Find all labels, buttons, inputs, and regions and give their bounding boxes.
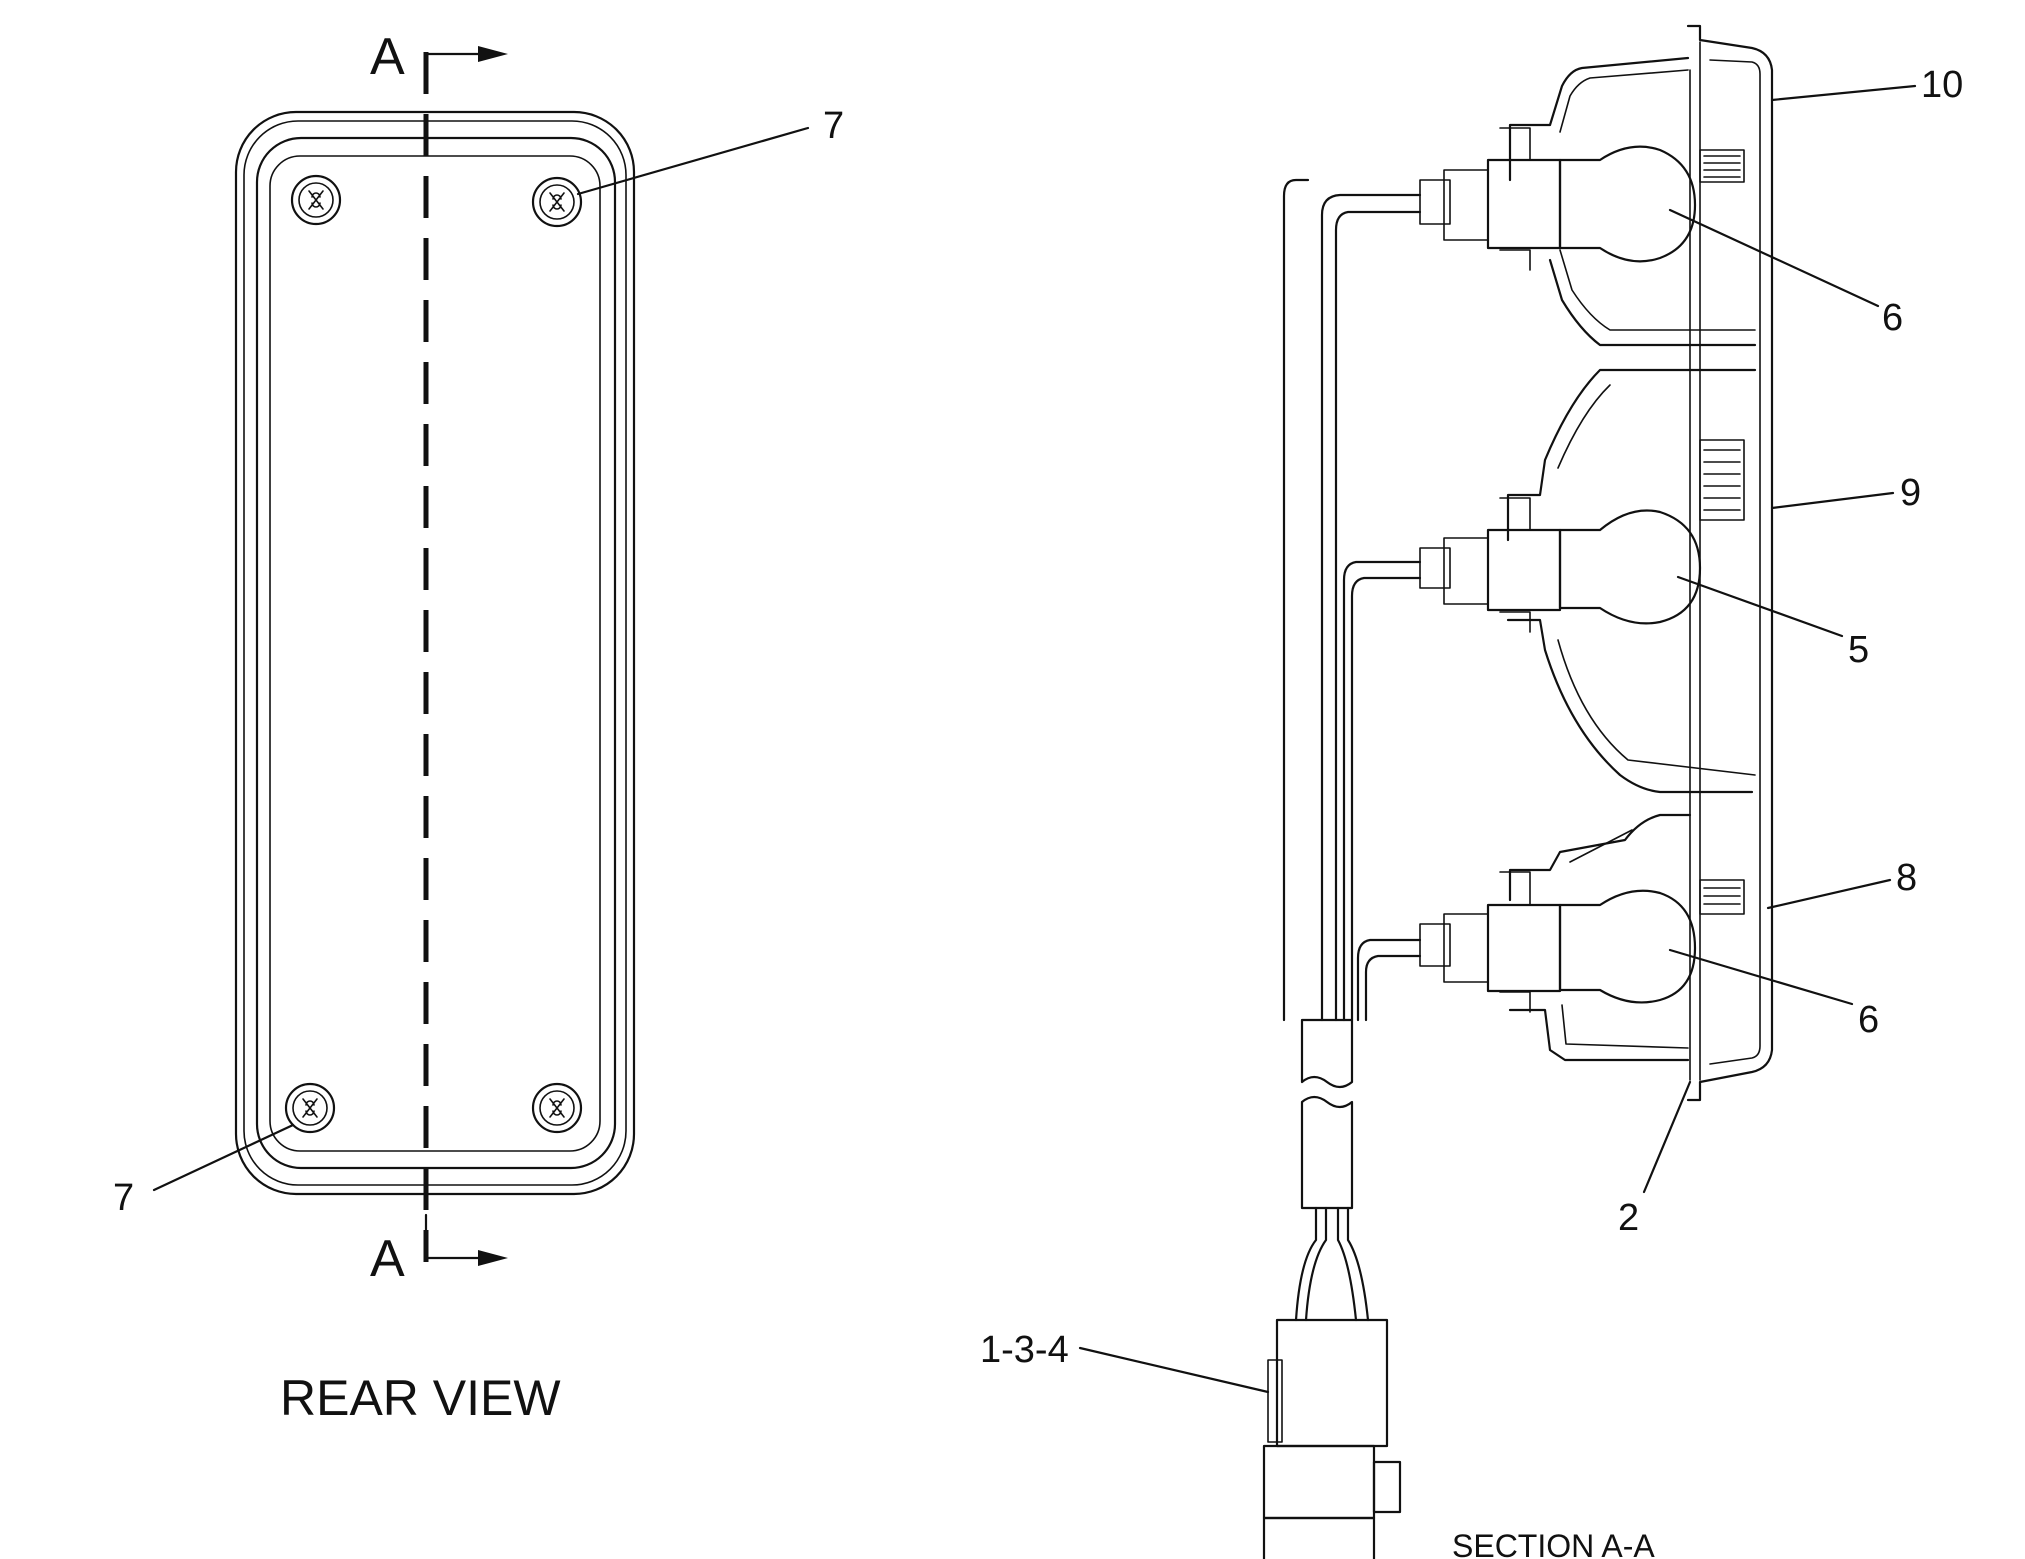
bulb-middle xyxy=(1419,497,1702,633)
section-view-caption: SECTION A-A xyxy=(1452,1528,1655,1559)
rear-view: A A 7 7 REAR VIEW xyxy=(113,28,844,1426)
callout-7-top: 7 xyxy=(823,105,844,147)
section-arrow-top xyxy=(424,46,508,92)
callout-8: 8 xyxy=(1896,857,1917,899)
screw-bottom-left xyxy=(284,1082,336,1134)
socket-upper xyxy=(1486,158,1562,250)
callout-6-lower: 6 xyxy=(1858,999,1879,1041)
section-letter-top: A xyxy=(370,28,405,86)
leader-2 xyxy=(1642,1080,1692,1194)
rear-view-caption: REAR VIEW xyxy=(280,1370,561,1426)
screw-top-left xyxy=(290,174,342,226)
leader-6-upper xyxy=(1668,208,1880,308)
section-view: 10 6 9 5 8 6 2 1-3-4 SECTION A-A xyxy=(980,24,1963,1559)
callout-10: 10 xyxy=(1921,64,1963,106)
housing-profile xyxy=(1506,56,1757,1062)
rear-housing-outer xyxy=(234,110,636,1196)
leader-9 xyxy=(1770,491,1895,510)
lead-wires xyxy=(1294,1206,1370,1322)
rear-panel xyxy=(269,155,601,1152)
bulb-lower xyxy=(1419,871,1697,1013)
harness-sleeve xyxy=(1300,1018,1354,1210)
callout-9: 9 xyxy=(1900,472,1921,514)
leader-10 xyxy=(1770,84,1917,102)
baffle-ribs xyxy=(1699,149,1745,915)
callout-5: 5 xyxy=(1848,629,1869,671)
leader-5 xyxy=(1676,575,1844,638)
rear-housing-rim xyxy=(243,120,627,1186)
leader-7-top xyxy=(576,126,810,196)
screw-bottom-right xyxy=(531,1082,583,1134)
section-letter-bottom: A xyxy=(370,1230,405,1288)
leader-8 xyxy=(1766,878,1892,910)
callout-1-3-4: 1-3-4 xyxy=(980,1329,1069,1371)
callout-6-upper: 6 xyxy=(1882,297,1903,339)
callout-7-bottom: 7 xyxy=(113,1177,134,1219)
screw-top-right xyxy=(531,176,583,228)
rear-housing-inner xyxy=(255,136,617,1170)
connector-plug xyxy=(1262,1318,1402,1559)
leader-1-3-4 xyxy=(1078,1346,1270,1394)
socket-middle xyxy=(1486,528,1562,612)
bulb-upper xyxy=(1419,127,1697,271)
callout-2: 2 xyxy=(1618,1197,1639,1239)
lens-inner xyxy=(1699,41,1761,1081)
lens-cover xyxy=(1686,24,1774,1102)
section-arrow-bottom xyxy=(424,1213,508,1266)
wiring-harness xyxy=(1282,178,1422,1022)
housing-inner-profile xyxy=(1557,69,1756,1049)
leader-7-bottom xyxy=(152,1123,295,1192)
socket-lower xyxy=(1486,903,1562,993)
leader-6-lower xyxy=(1668,948,1854,1006)
